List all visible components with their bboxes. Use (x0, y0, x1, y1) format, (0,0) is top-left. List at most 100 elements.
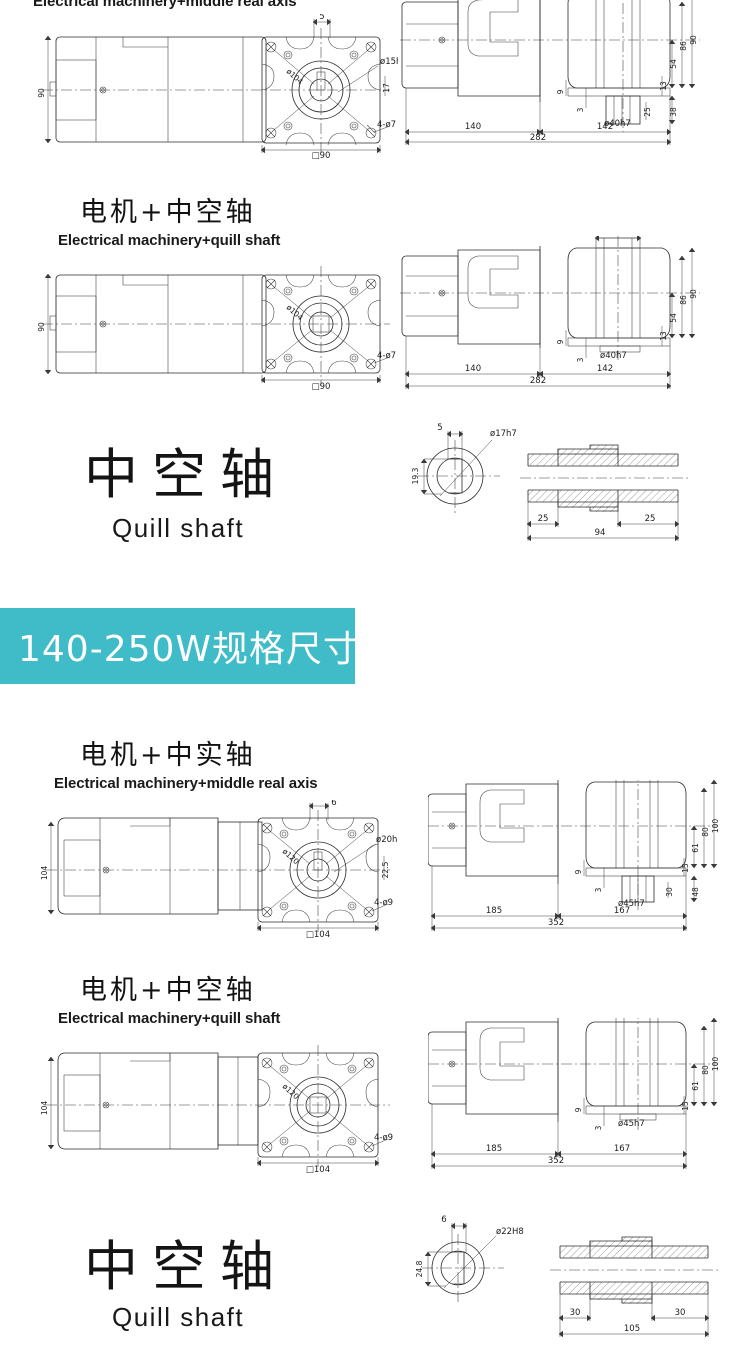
dim-sec1-front-height: 90 (37, 88, 46, 98)
section3-en-title: Electrical machinery+middle real axis (54, 775, 318, 792)
section4-front-view: 104 □104 4-ø9 ø120 (18, 1035, 398, 1175)
dim-sec1-total-length: 282 (530, 133, 546, 143)
dim-sec1-bolt-circle: ø104 (285, 67, 305, 86)
dim-sec2-flange-step: 9 (556, 339, 565, 344)
dim-sec4-pilot: ø45h7 (618, 1119, 645, 1129)
section4-shaft-detail: 6 24.8 ø22H8 (400, 1208, 748, 1353)
dim-sec3-gearbox-length: 167 (614, 906, 630, 916)
dim-sec1-flange-step: 9 (556, 89, 565, 94)
section1-front-view: 90 □90 5 ø15h7 17 4-ø7 ø104 (18, 14, 398, 164)
dim-sec3-motor-length: 185 (486, 906, 502, 916)
section3-side-view: 100 80 61 15 48 30 ø54 9 3 ø45h7 185 16 (428, 780, 748, 940)
section4-cn-title: 电机+中空轴 (80, 975, 256, 1006)
dim-sec3-pilot: ø45h7 (618, 899, 645, 909)
dim-sec3-total-length: 352 (548, 918, 564, 928)
dim-sec4-shaft-length: 105 (624, 1324, 640, 1334)
dim-sec3-side-height: 100 (711, 819, 720, 834)
dim-sec2-boss-dia: ø48 (610, 236, 626, 238)
dim-sec1-shaft-dia: ø15h7 (380, 57, 398, 67)
dim-sec3-front-height: 104 (40, 866, 49, 881)
section4-wordmark-en: Quill shaft (112, 1302, 245, 1332)
dim-sec4-right-step: 30 (675, 1308, 686, 1318)
dim-sec1-bolt-holes: 4-ø7 (377, 120, 396, 130)
dim-sec1-pilot: ø40h7 (604, 119, 631, 129)
dim-sec1-key-width: 5 (319, 14, 324, 22)
dim-sec1-side-center-height: 54 (669, 59, 678, 69)
dim-sec4-side-height: 100 (711, 1057, 720, 1072)
section4-side-view: 100 80 61 15 ø54 9 3 ø45h7 185 167 352 (428, 1018, 748, 1178)
dim-sec3-shaft-step: 30 (665, 887, 674, 897)
dim-sec2-pilot: ø40h7 (600, 351, 627, 361)
dim-sec4-key-depth: 24.8 (415, 1260, 424, 1277)
dim-sec2-flange-thk: 3 (576, 357, 585, 362)
dim-sec2-total-length: 282 (530, 376, 546, 386)
section2-shaft-detail: 5 19.3 ø17h7 (400, 418, 748, 558)
dim-sec1-flange-thk: 3 (576, 107, 585, 112)
section1-en-title: Electrical machinery+middle real axis (33, 0, 297, 10)
dim-sec1-shaft-step: 25 (643, 107, 652, 117)
dim-sec2-side-center-height: 54 (669, 313, 678, 323)
section1-side-view: 90 86 54 13 38 25 9 3 ø40h7 (400, 0, 748, 148)
dim-sec3-side-foot: 15 (681, 863, 690, 873)
dim-sec4-side-shoulder: 80 (701, 1065, 710, 1075)
dim-sec1-side-height: 90 (689, 35, 698, 45)
dim-sec2-bore: ø17h7 (490, 429, 517, 439)
dim-sec4-side-center-height: 61 (691, 1081, 700, 1091)
dim-sec4-bore: ø22H8 (496, 1227, 524, 1237)
section2-side-view: 90 86 54 13 ø48 9 3 ø40h7 140 142 282 (400, 236, 748, 396)
dim-sec2-key-width: 5 (437, 423, 442, 433)
dim-sec2-bolt-holes: 4-ø7 (377, 351, 396, 361)
dim-sec4-front-height: 104 (40, 1101, 49, 1116)
dim-sec1-shaft-length: 38 (669, 107, 678, 117)
dim-sec3-side-shoulder: 80 (701, 827, 710, 837)
section3-cn-title: 电机+中实轴 (80, 740, 256, 771)
dim-sec2-key-depth: 19.3 (411, 467, 420, 484)
dim-sec3-bolt-holes: 4-ø9 (374, 898, 393, 908)
dim-sec3-key-height: 22.5 (381, 861, 390, 878)
dim-sec2-gearbox-length: 142 (597, 364, 613, 374)
section2-wordmark-cn: 中空轴 (84, 443, 288, 506)
dim-sec3-flange-step: 9 (574, 869, 583, 874)
dim-sec3-shaft-length: 48 (691, 887, 700, 897)
dim-sec3-key-width: 6 (331, 800, 336, 808)
dim-sec2-right-step: 25 (645, 514, 656, 524)
dim-sec1-key-height: 17 (382, 83, 391, 93)
dim-sec4-side-foot: 15 (681, 1101, 690, 1111)
spec-banner-text: 140-250W规格尺寸 (18, 629, 361, 670)
dim-sec2-side-height: 90 (689, 289, 698, 299)
section3-front-view: 104 □104 6 ø20h7 22.5 4-ø9 ø120 (18, 800, 398, 940)
dim-sec4-key-width: 6 (441, 1215, 446, 1225)
dim-sec4-flange-thk: 3 (594, 1125, 603, 1130)
dim-sec4-bolt-holes: 4-ø9 (374, 1133, 393, 1143)
dim-sec2-motor-length: 140 (465, 364, 481, 374)
dim-sec2-front-height: 90 (37, 322, 46, 332)
dim-sec3-shaft-dia: ø20h7 (376, 835, 398, 845)
dim-sec3-flange-thk: 3 (594, 887, 603, 892)
dim-sec4-motor-length: 185 (486, 1144, 502, 1154)
dim-sec2-side-shoulder: 86 (679, 295, 688, 305)
dim-sec2-bolt-circle: ø104 (285, 303, 305, 322)
dim-sec1-gearbox-length: 142 (597, 122, 613, 132)
section2-front-view: 90 □90 4-ø7 ø104 (18, 258, 398, 393)
dim-sec1-motor-length: 140 (465, 122, 481, 132)
dim-sec4-left-step: 30 (570, 1308, 581, 1318)
dim-sec1-side-shoulder: 86 (679, 41, 688, 51)
dim-sec1-side-foot: 13 (659, 81, 668, 91)
section2-wordmark-en: Quill shaft (112, 513, 245, 543)
dim-sec2-left-step: 25 (538, 514, 549, 524)
spec-banner: 140-250W规格尺寸 (0, 608, 359, 684)
dim-sec4-gearbox-length: 167 (614, 1144, 630, 1154)
section2-en-title: Electrical machinery+quill shaft (58, 232, 281, 249)
section4-en-title: Electrical machinery+quill shaft (58, 1010, 281, 1027)
dim-sec3-side-center-height: 61 (691, 843, 700, 853)
dim-sec4-total-length: 352 (548, 1156, 564, 1166)
section4-wordmark-cn: 中空轴 (84, 1235, 288, 1298)
dim-sec1-front-square: □90 (312, 151, 331, 161)
dim-sec2-shaft-length: 94 (595, 528, 606, 538)
dim-sec2-side-foot: 13 (659, 331, 668, 341)
dim-sec4-front-square: □104 (306, 1165, 330, 1175)
section2-cn-title: 电机+中空轴 (80, 197, 256, 228)
dim-sec2-front-square: □90 (312, 382, 331, 392)
dim-sec3-front-square: □104 (306, 930, 330, 940)
